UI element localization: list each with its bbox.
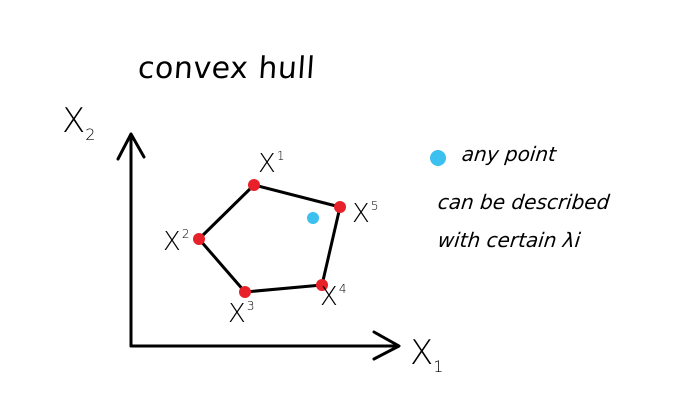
point-label-1-index: 1 — [276, 149, 285, 163]
hull-vertex-3 — [239, 286, 251, 298]
point-label-1: X1 — [258, 150, 284, 177]
point-label-5: X5 — [352, 200, 378, 227]
point-label-2: X2 — [163, 228, 189, 255]
vertical-axis-label: X2 — [62, 104, 95, 143]
point-label-1-text: X — [258, 149, 276, 179]
note-line-1: any point — [460, 142, 558, 166]
point-label-4-index: 4 — [338, 282, 347, 296]
interior-point — [307, 212, 319, 224]
hull-vertex-1 — [248, 179, 260, 191]
horizontal-axis-label-text: X — [410, 333, 434, 373]
point-label-5-text: X — [352, 199, 370, 229]
note-line-3: with certain λi — [436, 228, 582, 252]
point-label-3: X3 — [228, 300, 254, 327]
point-label-2-index: 2 — [181, 227, 190, 241]
point-label-5-index: 5 — [370, 199, 379, 213]
note-line-2: can be described — [436, 190, 611, 214]
point-label-4: X4 — [320, 283, 346, 310]
point-label-3-index: 3 — [246, 299, 255, 313]
vertical-axis-label-subscript: 2 — [85, 125, 96, 144]
point-label-4-text: X — [320, 282, 338, 312]
horizontal-axis-arrowhead — [372, 330, 401, 361]
hull-vertex-5 — [334, 201, 346, 213]
vertical-axis-arrowhead — [116, 132, 146, 161]
note-marker-dot — [430, 150, 446, 166]
horizontal-axis-label: X1 — [410, 336, 443, 375]
convex-hull-polygon — [197, 183, 342, 294]
hull-vertex-2 — [193, 233, 205, 245]
point-label-3-text: X — [228, 299, 246, 329]
point-label-2-text: X — [163, 227, 181, 257]
hull-vertex-4 — [316, 279, 328, 291]
diagram-title: convex hull — [136, 51, 317, 86]
horizontal-axis-label-subscript: 1 — [433, 357, 444, 376]
vertical-axis-label-text: X — [62, 101, 86, 141]
